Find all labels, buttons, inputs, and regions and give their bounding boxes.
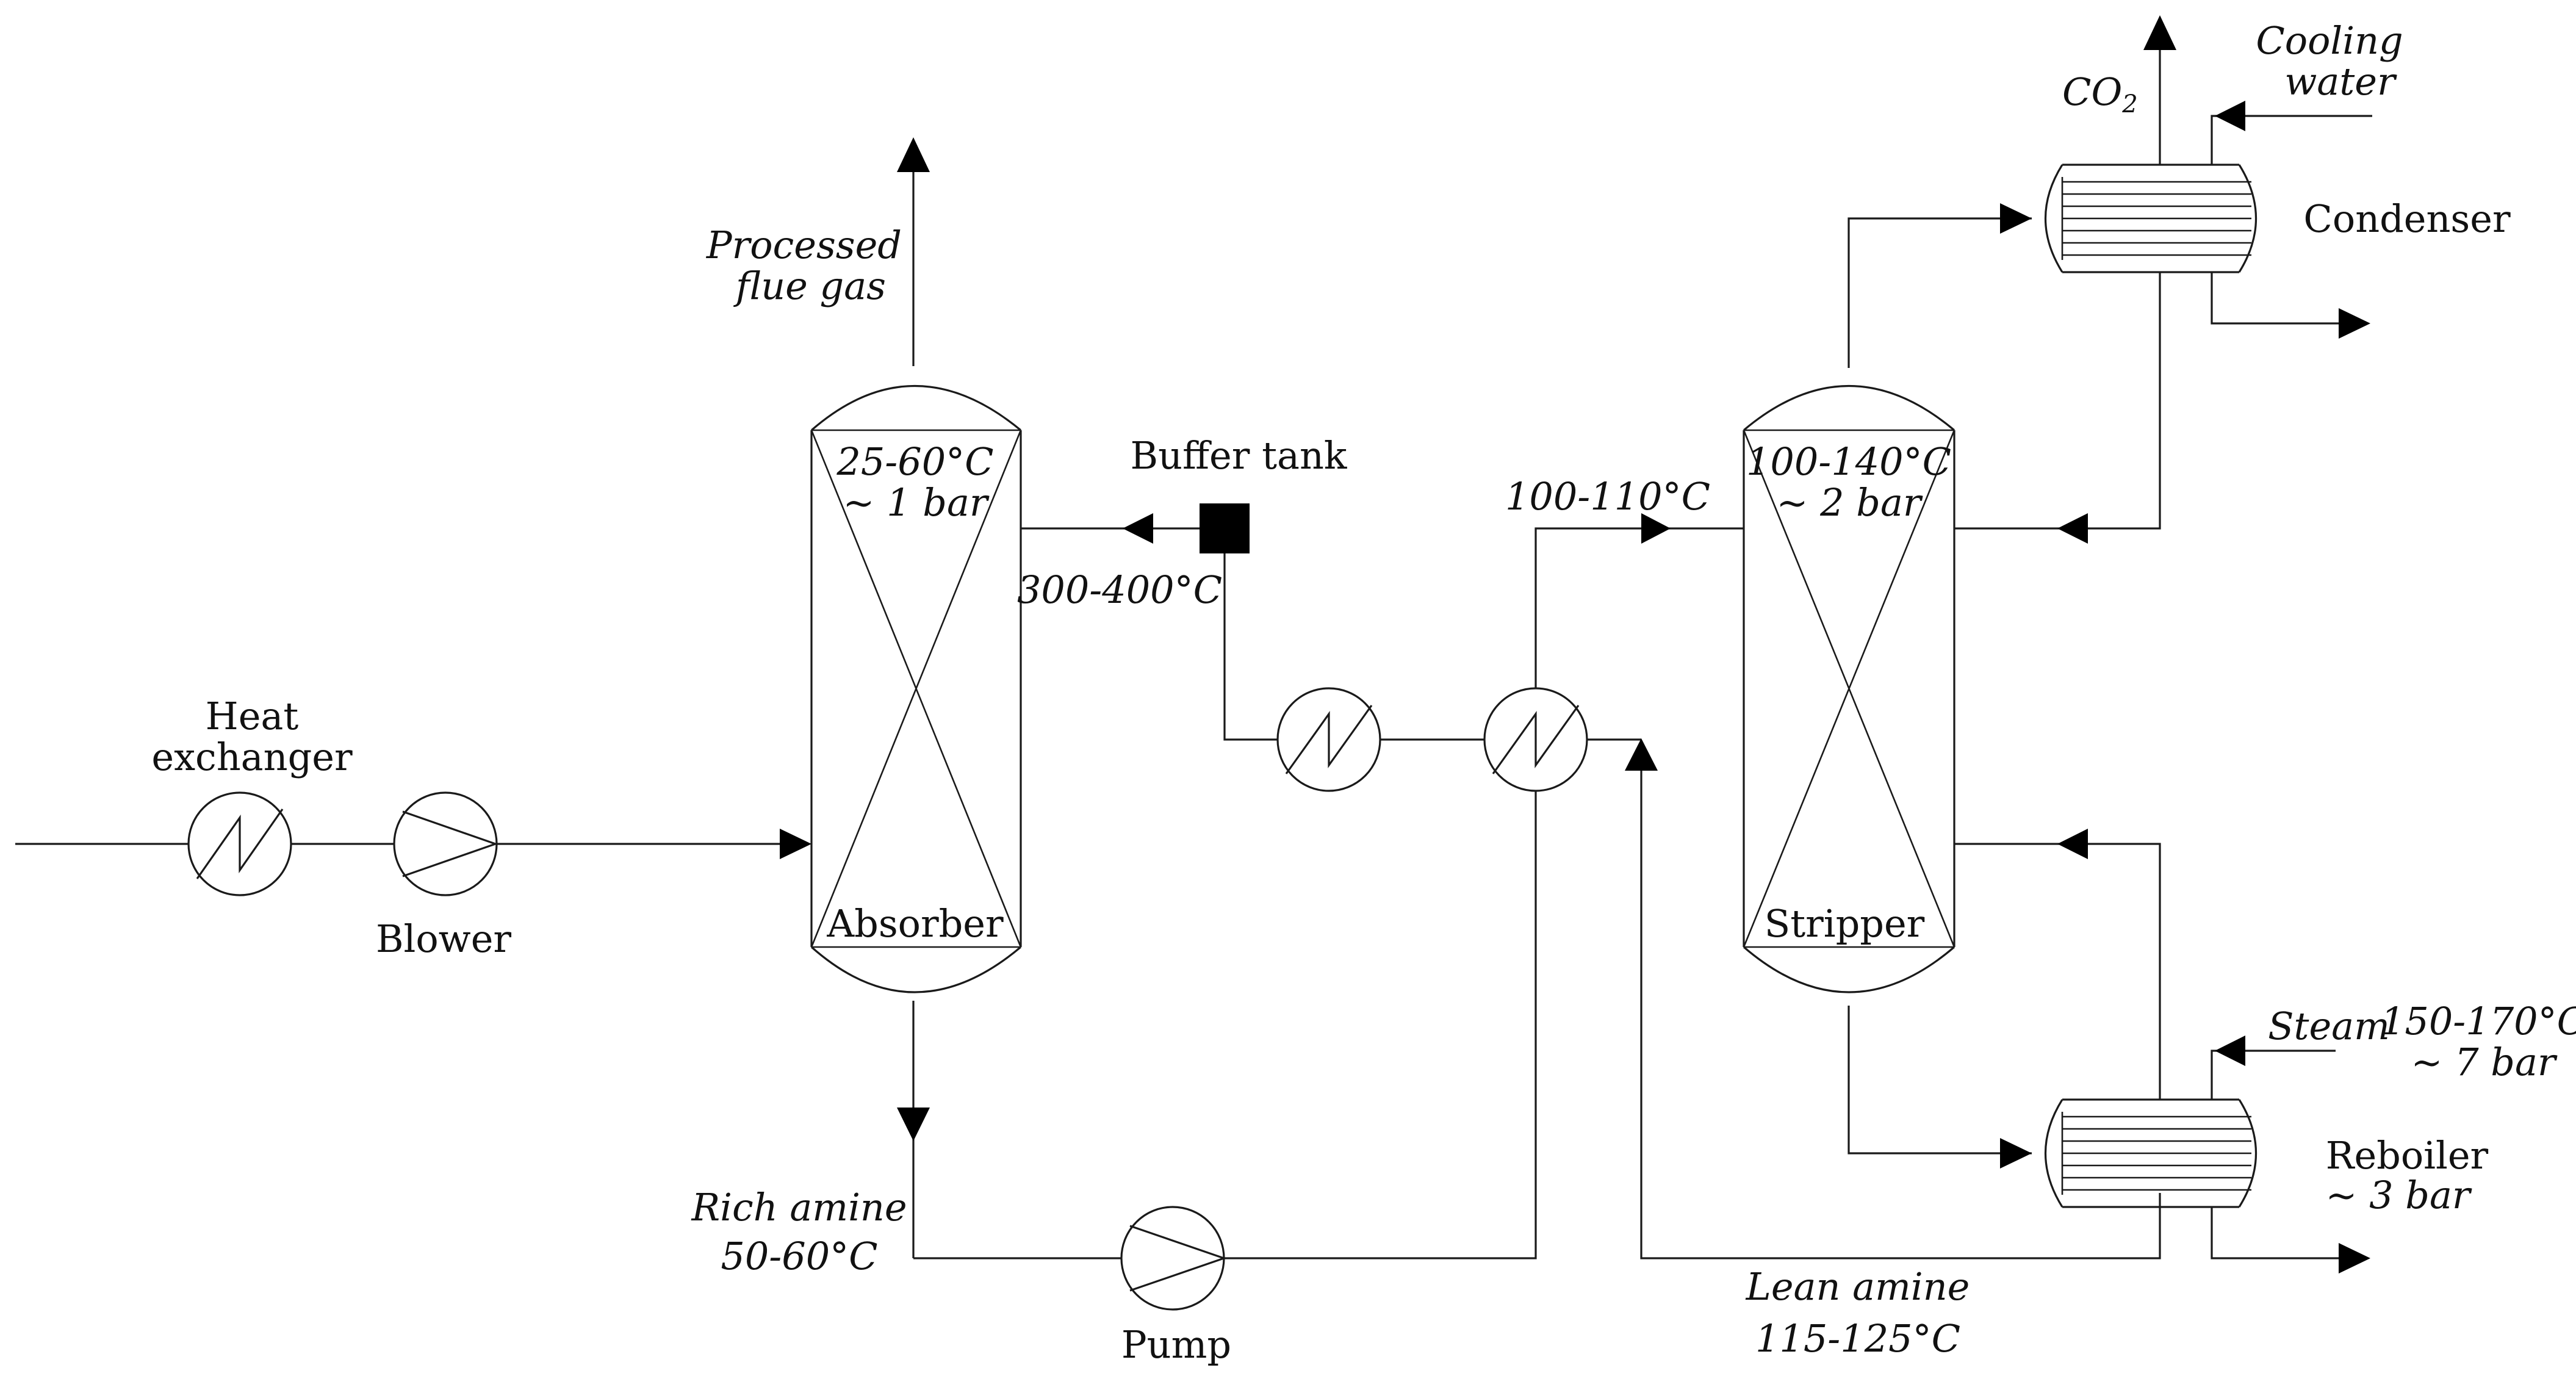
stripper-feed-arrow xyxy=(1641,513,1671,544)
condenser-symbol xyxy=(2045,164,2257,273)
rich-amine-arrow xyxy=(897,1108,930,1141)
buffer-to-absorber-arrow xyxy=(1123,513,1153,544)
reboiler-vapour-arrow xyxy=(2057,829,2088,859)
reboiler-outlet-arrow xyxy=(2339,1243,2370,1273)
co2-label: CO2 xyxy=(2062,70,2138,118)
rich-amine-temperature: 50-60°C xyxy=(721,1234,877,1278)
steam-line xyxy=(2211,1050,2336,1100)
stripper-overhead-line xyxy=(1847,217,2032,368)
stripper-pressure: ~ 2 bar xyxy=(1776,480,1923,525)
lean-amine-line xyxy=(1640,770,2161,1259)
absorber-temperature: 25-60°C xyxy=(836,439,993,484)
steam-temperature: 150-170°C xyxy=(2381,999,2576,1043)
absorber-pressure: ~ 1 bar xyxy=(843,480,989,525)
reboiler-symbol xyxy=(2045,1098,2257,1208)
absorber-label: Absorber xyxy=(826,901,1004,946)
heat-exchanger-label-line1: Heat xyxy=(206,694,299,738)
reflux-arrow xyxy=(2057,513,2088,544)
stripper-feed-line xyxy=(1534,527,1744,688)
blower-symbol xyxy=(393,791,498,896)
buffer-tank-symbol xyxy=(1200,503,1250,553)
stripper-label: Stripper xyxy=(1765,901,1925,946)
pump-label: Pump xyxy=(1121,1322,1231,1367)
buffer-tank-drop-line xyxy=(1223,553,1278,741)
heat-exchanger-symbol xyxy=(187,791,292,896)
lean-amine-label: Lean amine xyxy=(1746,1264,1970,1309)
reboiler-pressure: ~ 3 bar xyxy=(2325,1173,2472,1217)
steam-arrow xyxy=(2215,1036,2245,1066)
condenser-outlet-arrow xyxy=(2339,308,2370,339)
processed-flue-gas-label-line2: flue gas xyxy=(733,264,886,308)
blower-label: Blower xyxy=(376,917,511,961)
buffer-tank-label: Buffer tank xyxy=(1131,433,1347,478)
co2-label-subscript: 2 xyxy=(2121,90,2137,118)
lean-amine-temperature: 115-125°C xyxy=(1755,1316,1960,1361)
reboiler-outlet-line xyxy=(2211,1207,2340,1259)
stripper-bottom-line xyxy=(1847,1006,2032,1154)
rich-amine-label: Rich amine xyxy=(691,1185,907,1230)
steam-pressure: ~ 7 bar xyxy=(2411,1040,2557,1084)
buffer-outlet-temperature: 300-400°C xyxy=(1017,567,1222,612)
cooling-water-label-line1: Cooling xyxy=(2256,18,2403,63)
absorber-inlet-arrow xyxy=(780,829,811,859)
processed-flue-gas-label-line1: Processed xyxy=(706,223,902,267)
cooler-symbol xyxy=(1276,687,1381,792)
stripper-feed-temperature: 100-110°C xyxy=(1505,474,1710,519)
steam-label: Steam xyxy=(2268,1004,2390,1048)
condenser-inlet-arrow xyxy=(2000,203,2032,234)
pump-discharge-line xyxy=(1224,791,1537,1259)
pump-symbol xyxy=(1120,1206,1227,1311)
reflux-line xyxy=(1954,272,2161,530)
condenser-outlet-line xyxy=(2211,272,2340,325)
processed-flue-gas-arrow xyxy=(897,137,930,172)
co2-label-main: CO xyxy=(2062,70,2122,114)
stripper-temperature: 100-140°C xyxy=(1746,439,1951,484)
reboiler-label: Reboiler xyxy=(2326,1133,2489,1178)
condenser-label: Condenser xyxy=(2303,196,2511,241)
stripper-column xyxy=(1743,385,1955,993)
reboiler-vapour-line xyxy=(1954,843,2161,1100)
reboiler-inlet-arrow xyxy=(2000,1138,2032,1169)
cross-heat-exchanger-symbol xyxy=(1483,687,1588,792)
cooling-water-line xyxy=(2211,115,2372,165)
cooling-water-label-line2: water xyxy=(2284,59,2397,104)
lean-amine-arrow xyxy=(1625,738,1658,771)
heat-exchanger-label-line2: exchanger xyxy=(151,735,353,779)
co2-outlet-arrow xyxy=(2143,15,2176,50)
cooling-water-arrow xyxy=(2215,101,2245,131)
absorber-column xyxy=(810,385,1022,993)
